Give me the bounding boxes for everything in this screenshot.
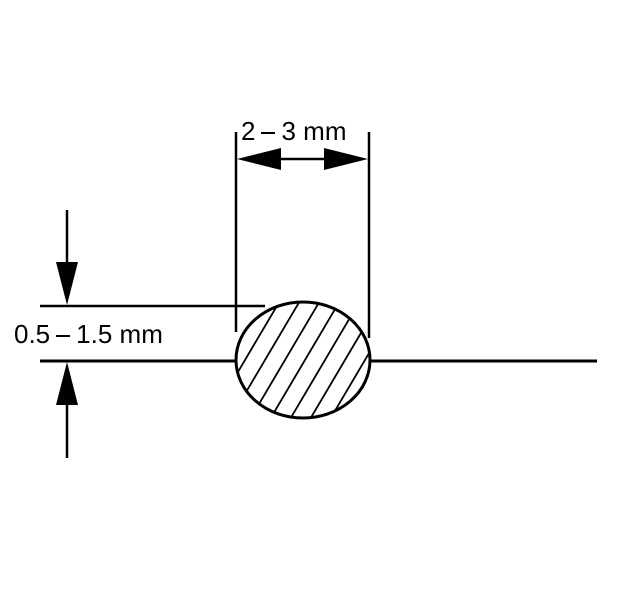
- height-max-value: 1.5: [76, 319, 113, 349]
- width-unit: mm: [303, 116, 347, 146]
- height-unit: mm: [119, 319, 163, 349]
- height-arrow-top: [56, 262, 78, 305]
- width-min-value: 2: [241, 116, 256, 146]
- range-dash: [56, 335, 71, 338]
- bead-hatching: [236, 302, 370, 418]
- width-arrow-right: [324, 148, 368, 170]
- width-max-value: 3: [281, 116, 296, 146]
- height-arrow-bottom: [56, 362, 78, 405]
- height-min-value: 0.5: [14, 319, 51, 349]
- height-dimension-label: 0.5 1.5 mm: [14, 321, 163, 347]
- range-dash: [261, 132, 276, 135]
- width-arrow-left: [237, 148, 281, 170]
- bead-outline: [234, 300, 372, 420]
